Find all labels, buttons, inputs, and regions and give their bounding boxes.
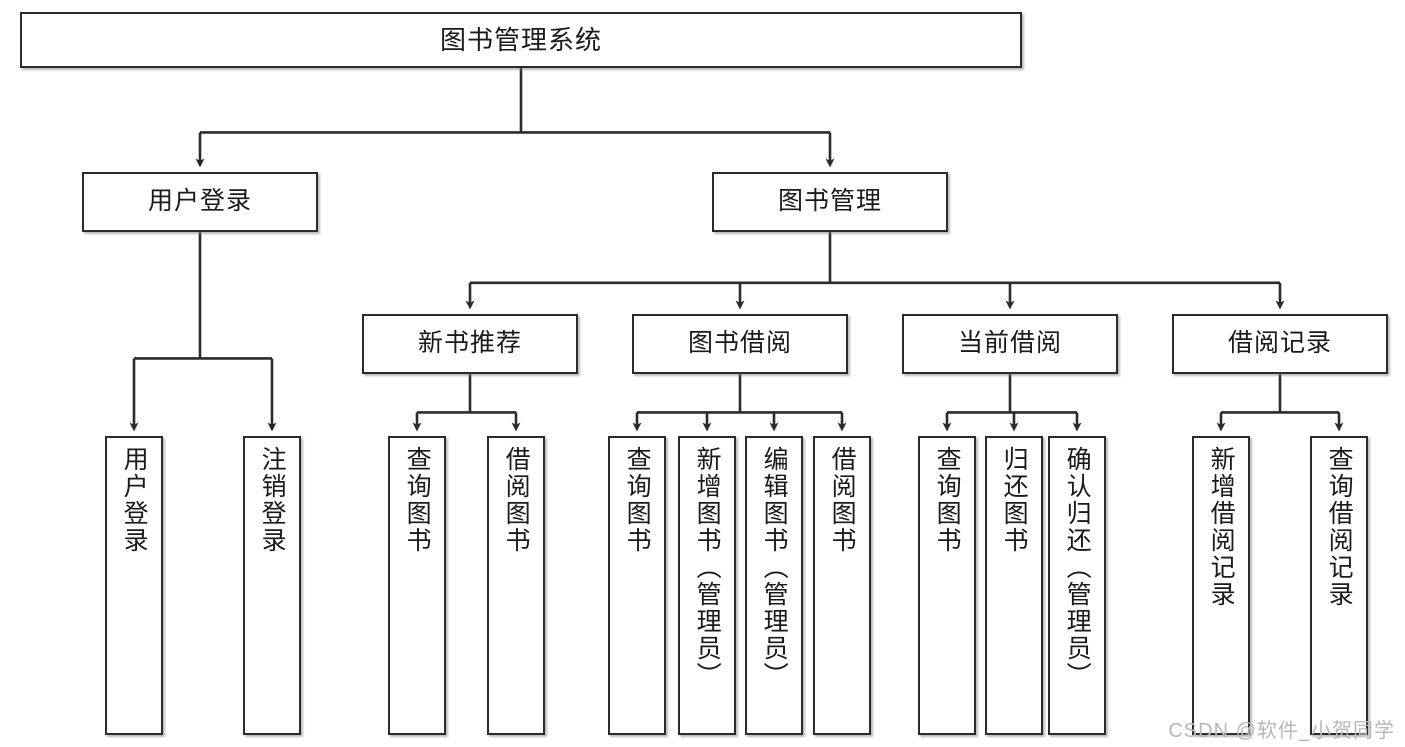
node-root-label: 图书管理系统: [439, 24, 602, 55]
node-current-borrow[interactable]: 当前借阅: [902, 314, 1118, 374]
leaf-add-book-admin[interactable]: 新增图书（管理员）: [678, 436, 736, 735]
leaf-confirm-return-admin[interactable]: 确认归还（管理员）: [1048, 436, 1106, 735]
node-user-login-label: 用户登录: [147, 187, 252, 216]
node-borrow-record-label: 借阅记录: [1227, 329, 1332, 358]
leaf-query-borrow-record[interactable]: 查询借阅记录: [1310, 436, 1368, 735]
node-book-manage-label: 图书管理: [777, 187, 882, 216]
node-book-borrow-label: 图书借阅: [687, 329, 792, 358]
leaf-borrow-book-rec[interactable]: 借阅图书: [487, 436, 545, 735]
leaf-return-book-label: 归还图书: [1000, 446, 1029, 554]
leaf-user-login-label: 用户登录: [120, 446, 149, 554]
leaf-user-login[interactable]: 用户登录: [105, 436, 163, 735]
node-borrow-record[interactable]: 借阅记录: [1172, 314, 1388, 374]
leaf-user-logout[interactable]: 注销登录: [243, 436, 301, 735]
leaf-return-book[interactable]: 归还图书: [985, 436, 1043, 735]
leaf-add-borrow-record-label: 新增借阅记录: [1207, 446, 1236, 608]
node-new-book-rec-label: 新书推荐: [417, 329, 522, 358]
leaf-query-book-borrow[interactable]: 查询图书: [608, 436, 666, 735]
node-book-borrow[interactable]: 图书借阅: [632, 314, 848, 374]
leaf-add-book-admin-label: 新增图书（管理员）: [693, 446, 722, 689]
leaf-borrow-book-rec-label: 借阅图书: [502, 446, 531, 554]
node-user-login[interactable]: 用户登录: [82, 172, 318, 232]
node-book-manage[interactable]: 图书管理: [712, 172, 948, 232]
leaf-query-book-rec[interactable]: 查询图书: [388, 436, 446, 735]
leaf-query-book-current-label: 查询图书: [933, 446, 962, 554]
leaf-confirm-return-admin-label: 确认归还（管理员）: [1063, 446, 1092, 689]
node-root[interactable]: 图书管理系统: [20, 12, 1022, 68]
leaf-borrow-book-borrow[interactable]: 借阅图书: [813, 436, 871, 735]
node-current-borrow-label: 当前借阅: [957, 329, 1062, 358]
leaf-query-book-borrow-label: 查询图书: [623, 446, 652, 554]
leaf-query-book-current[interactable]: 查询图书: [918, 436, 976, 735]
node-new-book-rec[interactable]: 新书推荐: [362, 314, 578, 374]
csdn-watermark: CSDN @软件_小贺同学: [1168, 720, 1395, 742]
leaf-edit-book-admin-label: 编辑图书（管理员）: [760, 446, 789, 689]
leaf-edit-book-admin[interactable]: 编辑图书（管理员）: [745, 436, 803, 735]
leaf-query-book-rec-label: 查询图书: [403, 446, 432, 554]
leaf-user-logout-label: 注销登录: [258, 446, 287, 554]
leaf-query-borrow-record-label: 查询借阅记录: [1325, 446, 1354, 608]
leaf-add-borrow-record[interactable]: 新增借阅记录: [1192, 436, 1250, 735]
leaf-borrow-book-borrow-label: 借阅图书: [828, 446, 857, 554]
